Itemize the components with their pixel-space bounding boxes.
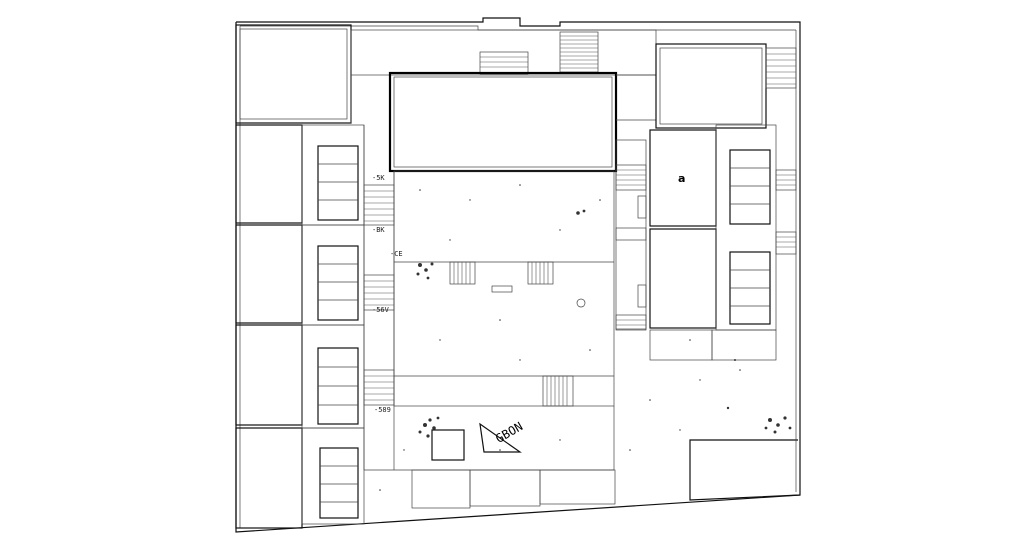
north-label: GBON — [493, 419, 525, 446]
level-mark-1: -5K — [372, 174, 385, 182]
floor-texture — [379, 184, 741, 491]
vegetation — [416, 209, 792, 434]
north-marker: GBON — [479, 419, 525, 453]
left-stack-grids — [317, 145, 359, 519]
right-edge-stairs — [775, 169, 797, 255]
level-mark-3: -CE — [390, 250, 403, 258]
courtyard — [393, 170, 615, 407]
room-tag: a — [678, 172, 685, 185]
left-units — [235, 124, 365, 529]
top-corridor — [350, 29, 657, 123]
level-mark-2: -BK — [372, 226, 385, 234]
bottom-cells — [364, 406, 616, 509]
building-top-right — [655, 43, 797, 129]
level-marks: -5K -BK -CE -56V -589 — [372, 174, 403, 414]
level-mark-5: -589 — [374, 406, 391, 414]
planter — [418, 416, 465, 461]
building-top-left — [235, 24, 352, 124]
right-units: a — [649, 124, 777, 361]
right-inner-column — [615, 139, 647, 331]
level-mark-4: -56V — [372, 306, 390, 314]
top-stair — [479, 31, 599, 75]
right-stack-grids — [729, 149, 771, 325]
